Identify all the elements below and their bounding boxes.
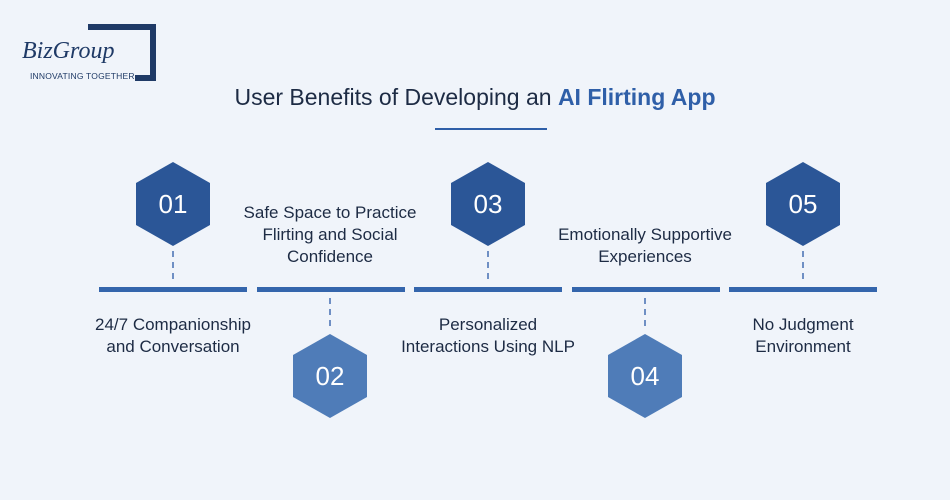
connector-5 (802, 251, 804, 279)
step-3-label: Personalized Interactions Using NLP (383, 314, 593, 358)
step-2-label: Safe Space to Practice Flirting and Soci… (225, 202, 435, 268)
step-1-label-line-1: 24/7 Companionship (95, 315, 251, 334)
step-3-hexagon: 03 (451, 162, 525, 246)
step-4-label: Emotionally Supportive Experiences (540, 224, 750, 268)
step-2-label-line-3: Confidence (286, 247, 373, 266)
step-3-label-line-1: Personalized (438, 315, 538, 334)
bizgroup-logo: BizGroup INNOVATING TOGETHER (22, 24, 162, 84)
step-2-number: 02 (315, 361, 345, 391)
logo-frame-right (150, 24, 156, 81)
step-2-hexagon: 02 (293, 334, 367, 418)
step-1-label: 24/7 Companionship and Conversation (68, 314, 278, 358)
title-highlight: AI Flirting App (557, 84, 716, 110)
step-5-label: No Judgment Environment (698, 314, 908, 358)
step-3-number: 03 (473, 189, 503, 219)
step-4-hexagon: 04 (608, 334, 682, 418)
logo-tagline: INNOVATING TOGETHER (30, 71, 135, 81)
step-4-label-line-2: Experiences (598, 247, 692, 266)
logo-wordmark: BizGroup (22, 38, 117, 65)
connector-1 (172, 251, 174, 279)
step-3-label-line-2: Interactions Using NLP (401, 337, 575, 356)
step-5-number: 05 (788, 189, 818, 219)
logo-frame (88, 24, 156, 30)
step-5-hexagon: 05 (766, 162, 840, 246)
step-4-number: 04 (630, 361, 660, 391)
timeline-segment-1 (99, 287, 247, 292)
timeline-segment-2 (257, 287, 405, 292)
connector-4 (644, 298, 646, 326)
timeline-segment-5 (729, 287, 877, 292)
page-title: User Benefits of Developing an AI Flirti… (0, 84, 950, 111)
connector-2 (329, 298, 331, 326)
timeline-segment-3 (414, 287, 562, 292)
step-1-label-line-2: and Conversation (106, 337, 240, 356)
step-1-number: 01 (158, 189, 188, 219)
step-2-label-line-2: Flirting and Social (262, 225, 398, 244)
step-5-label-line-1: No Judgment (752, 315, 854, 334)
step-1-hexagon: 01 (136, 162, 210, 246)
title-underline (435, 128, 547, 130)
timeline-segment-4 (572, 287, 720, 292)
title-prefix: User Benefits of Developing an (234, 84, 558, 110)
step-4-label-line-1: Emotionally Supportive (558, 225, 732, 244)
connector-3 (487, 251, 489, 279)
step-2-label-line-1: Safe Space to Practice (243, 203, 417, 222)
logo-frame-bottom (122, 75, 156, 81)
step-5-label-line-2: Environment (755, 337, 851, 356)
